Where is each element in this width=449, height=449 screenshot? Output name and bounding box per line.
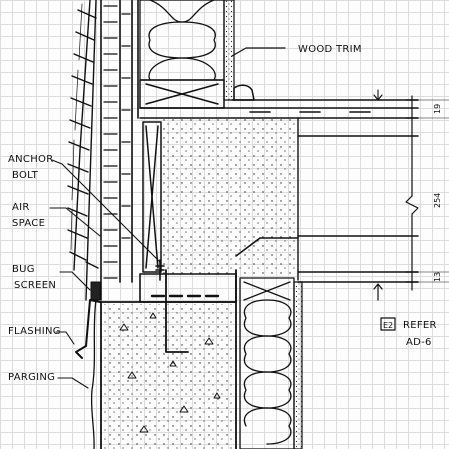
dimension-top: 19 (433, 104, 442, 114)
dimension-line (405, 95, 449, 291)
lower-drywall (293, 281, 303, 449)
lower-floor-deck (297, 271, 419, 283)
label-air-line1: AIR (12, 202, 30, 213)
bottom-plate (139, 79, 225, 109)
label-refer-line2: AD-6 (406, 337, 432, 348)
rim-joist (142, 121, 162, 273)
label-flashing: FLASHING (8, 326, 61, 337)
anchor-bolt-leader (51, 159, 161, 263)
upper-drywall (223, 0, 235, 101)
dimension-bottom: 13 (433, 272, 442, 282)
foundation-concrete (103, 304, 234, 449)
bug-screen (90, 281, 101, 301)
refer-arrow (373, 283, 383, 301)
lower-wall-insulation (239, 277, 295, 449)
label-parging: PARGING (8, 372, 55, 383)
bug-screen-leader (59, 271, 91, 291)
floor-arrow (373, 89, 383, 101)
label-refer-tag: E2 (383, 321, 393, 330)
label-anchor-line1: ANCHOR (8, 154, 53, 165)
flashing (75, 299, 101, 359)
wood-trim (233, 84, 255, 101)
label-refer-line1: REFER (403, 320, 437, 331)
annotation-labels: WOOD TRIM ANCHOR BOLT AIR SPACE BUG SCRE… (8, 44, 442, 383)
parging (90, 299, 97, 449)
aggregate-marks (119, 312, 221, 433)
parging-leader (57, 377, 89, 389)
label-air-line2: SPACE (12, 218, 45, 229)
label-anchor-line2: BOLT (12, 170, 39, 181)
floor-sheathing (139, 99, 419, 119)
label-bug-line2: SCREEN (14, 280, 56, 291)
sheathing-layer (100, 0, 139, 301)
floor-joist (235, 135, 419, 257)
flashing-leader (55, 331, 75, 345)
label-leaders (49, 159, 161, 389)
air-space-leader (49, 207, 101, 237)
exterior-siding (67, 0, 99, 301)
refer-tag-box (380, 317, 396, 331)
foundation-wall (100, 269, 237, 449)
brick-courses (103, 5, 131, 279)
upper-wall-insulation (139, 0, 225, 81)
dimension-middle: 254 (433, 193, 442, 208)
concrete-fill (162, 118, 298, 274)
label-wood-trim: WOOD TRIM (298, 44, 362, 55)
wood-trim-leader (231, 47, 286, 57)
label-bug-line1: BUG (12, 264, 35, 275)
